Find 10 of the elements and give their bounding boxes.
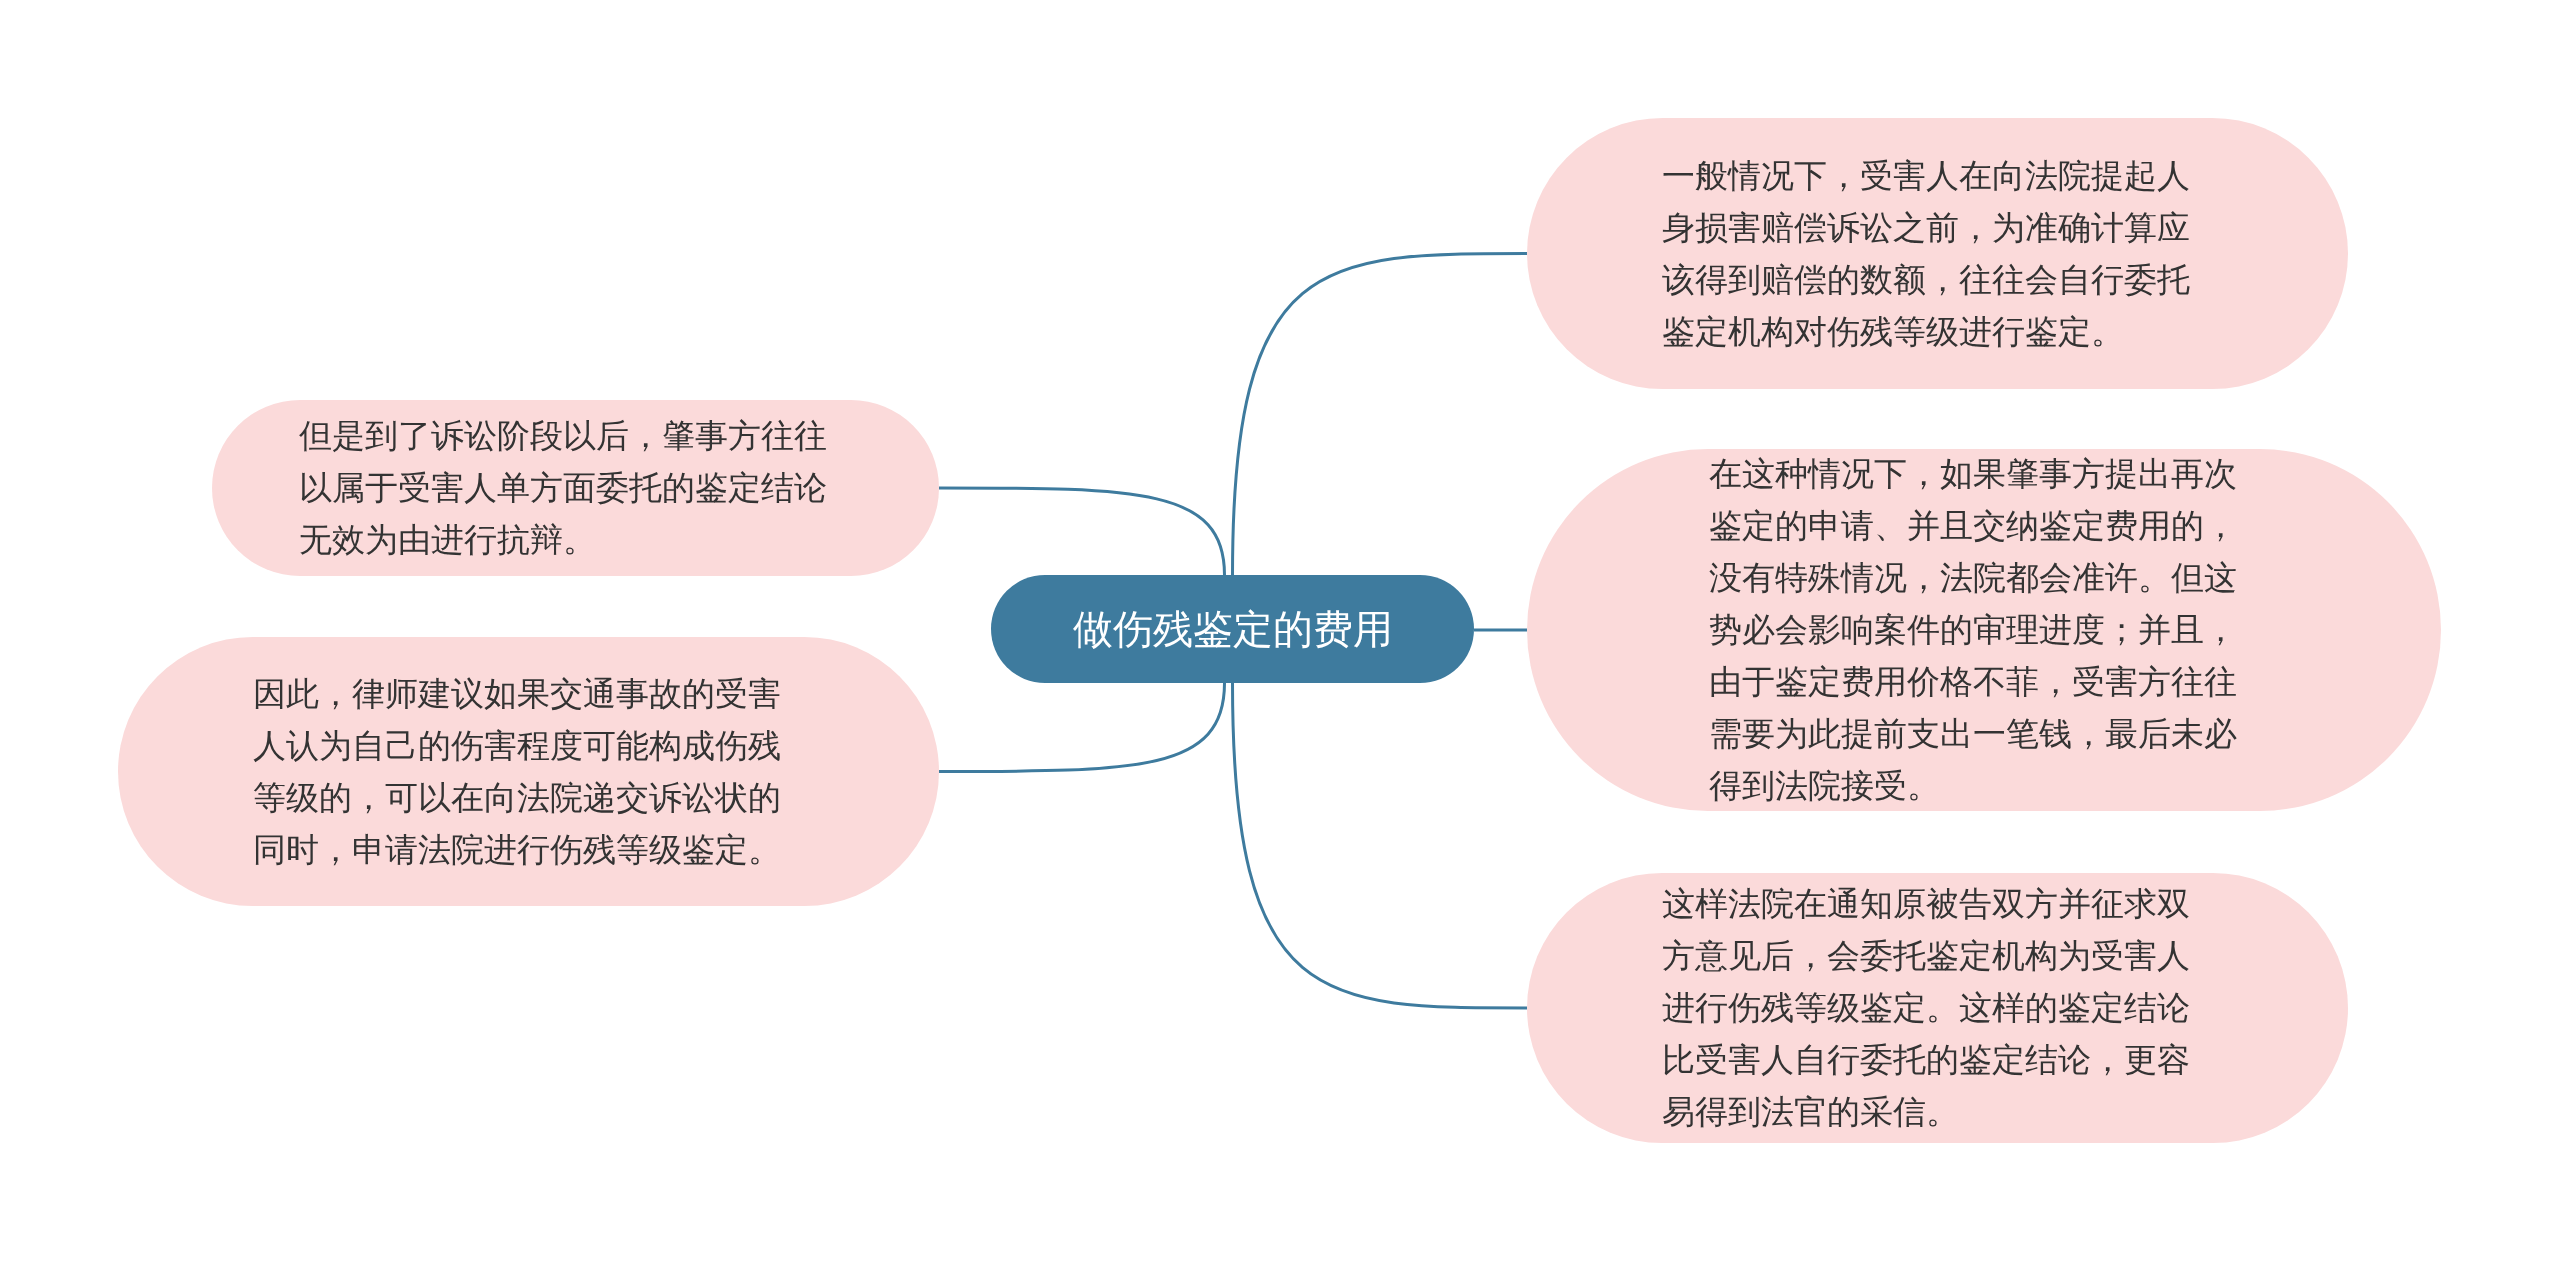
connector-line: [939, 486, 1226, 576]
topic-title: 做伤残鉴定的费用: [1072, 605, 1393, 654]
note-text: 因此，律师建议如果交通事故的受害人认为自己的伤害程度可能构成伤残等级的，可以在向法院递交诉讼状的同时，申请法院进行伤残等级鉴定。: [253, 672, 782, 871]
connector-line: [939, 682, 1226, 773]
connector-line: [1474, 628, 1527, 632]
connector-line: [1231, 252, 1527, 576]
note-text: 但是到了诉讼阶段以后，肇事方往往以属于受害人单方面委托的鉴定结论无效为由进行抗辩。: [299, 415, 828, 561]
note-text: 这样法院在通知原被告双方并征求双方意见后，会委托鉴定机构为受害人进行伤残等级鉴定。这样的鉴定结论比受害人自行委托的鉴定结论，更容易得到法官的采信。: [1662, 883, 2191, 1133]
note-text: 一般情况下，受害人在向法院提起人身损害赔偿诉讼之前，为准确计算应该得到赔偿的数额，往往会自行委托鉴定机构对伤残等级进行鉴定。: [1662, 154, 2191, 353]
note-text: 在这种情况下，如果肇事方提出再次鉴定的申请、并且交纳鉴定费用的，没有特殊情况，法院都会准许。但这势必会影响案件的审理进度；并且，由于鉴定费用价格不菲，受害方往往需要为此提前支出一笔钱，最后未必得到法院接受。: [1709, 453, 2238, 807]
